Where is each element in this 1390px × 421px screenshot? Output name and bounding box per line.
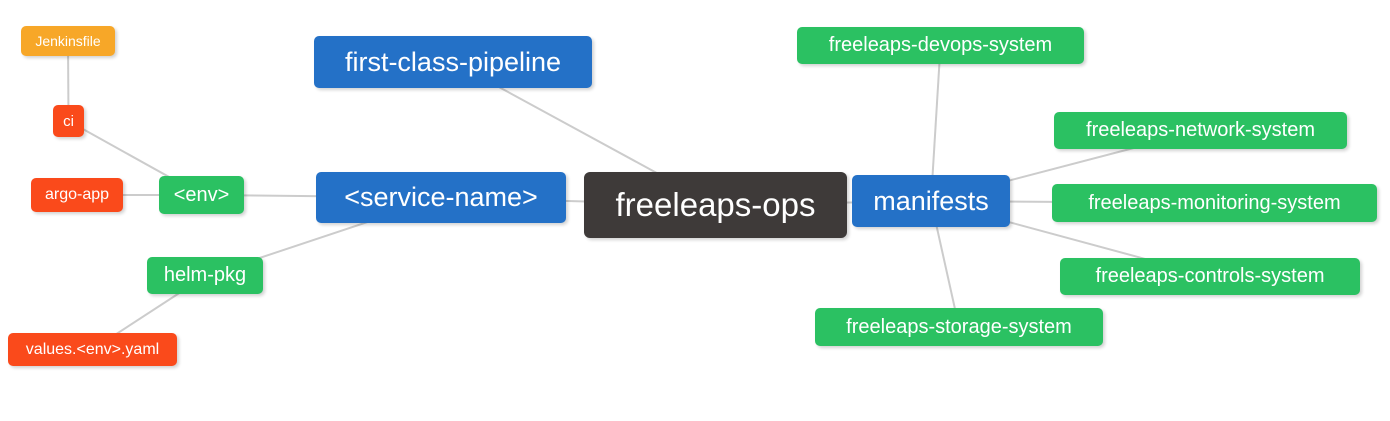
node-manifests[interactable]: manifests: [852, 175, 1010, 227]
node-ci[interactable]: ci: [53, 105, 84, 137]
node-freeleaps-ops-root[interactable]: freeleaps-ops: [584, 172, 847, 238]
node-argo-app[interactable]: argo-app: [31, 178, 123, 212]
node-freeleaps-controls-system[interactable]: freeleaps-controls-system: [1060, 258, 1360, 295]
node-freeleaps-storage-system[interactable]: freeleaps-storage-system: [815, 308, 1103, 346]
node-first-class-pipeline[interactable]: first-class-pipeline: [314, 36, 592, 88]
node-freeleaps-network-system[interactable]: freeleaps-network-system: [1054, 112, 1347, 149]
node-freeleaps-monitoring-system[interactable]: freeleaps-monitoring-system: [1052, 184, 1377, 222]
node-values-env-yaml[interactable]: values.<env>.yaml: [8, 333, 177, 366]
node-helm-pkg[interactable]: helm-pkg: [147, 257, 263, 294]
node-jenkinsfile[interactable]: Jenkinsfile: [21, 26, 115, 56]
node-service-name[interactable]: <service-name>: [316, 172, 566, 223]
node-freeleaps-devops-system[interactable]: freeleaps-devops-system: [797, 27, 1084, 64]
node-env[interactable]: <env>: [159, 176, 244, 214]
